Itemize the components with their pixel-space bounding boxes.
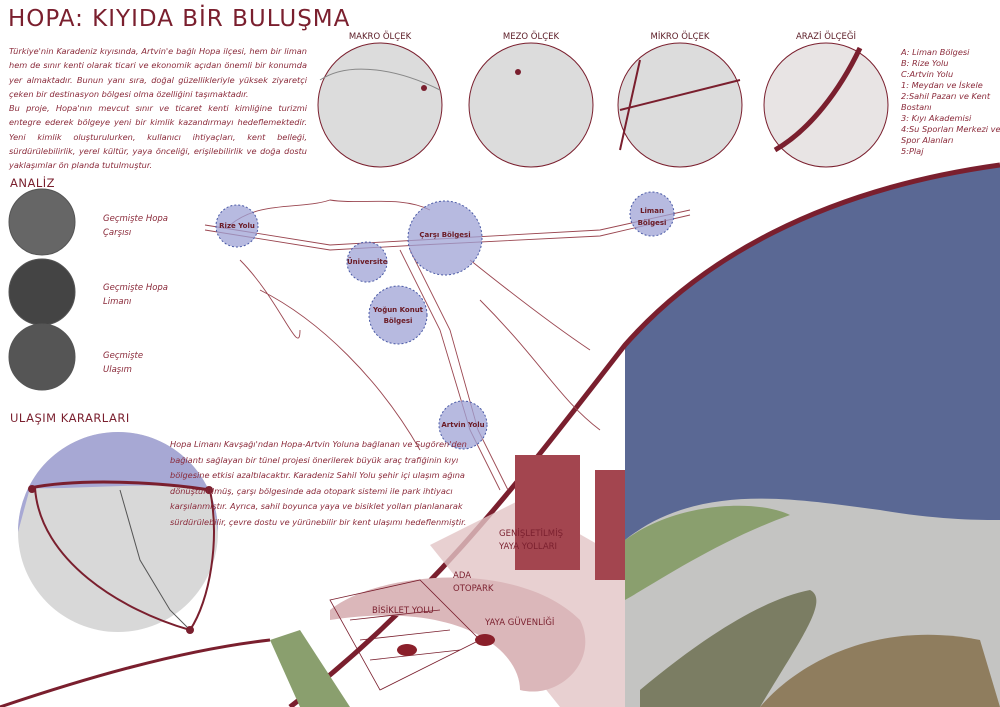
scale-label-micro: MİKRO ÖLÇEK — [650, 32, 710, 42]
sand-area — [760, 634, 1000, 707]
zone-label: Liman Bölgesi — [637, 207, 667, 227]
legend: A: Liman Bölgesi B: Rize Yolu C:Artvin Y… — [901, 47, 1000, 157]
legend-item: A: Liman Bölgesi — [901, 47, 970, 57]
iso-label: GENİŞLETİLMİŞ YAYA YOLLARI — [499, 529, 563, 552]
transport-heading: ULAŞIM KARARLARI — [10, 411, 130, 425]
intro-paragraph: Bu proje, Hopa'nın mevcut sınır ve ticar… — [9, 103, 307, 171]
scale-label-meso: MEZO ÖLÇEK — [502, 32, 560, 42]
iso-label: YAYA GÜVENLİĞİ — [485, 618, 555, 628]
transport-text: Hopa Limanı Kavşağı'ndan Hopa-Artvin Yol… — [170, 439, 467, 527]
legend-item: 4:Su Sporları Merkezi ve Spor Alanları — [901, 124, 1000, 145]
history-label: Geçmişte Ulaşım — [103, 351, 144, 375]
zone-label: Yoğun Konut Bölgesi — [372, 306, 424, 325]
intro-paragraph: Türkiye'nin Karadeniz kıyısında, Artvin'… — [9, 46, 307, 99]
scale-label-site: ARAZİ ÖLÇEĞİ — [795, 32, 857, 42]
iso-label: ADA OTOPARK — [453, 571, 494, 594]
zone-label: Artvin Yolu — [441, 421, 485, 429]
legend-item: 1: Meydan ve İskele — [901, 80, 983, 90]
page-title: HOPA: KIYIDA BİR BULUŞMA — [8, 6, 351, 32]
zone-label: Rize Yolu — [219, 222, 255, 230]
legend-item: C:Artvin Yolu — [901, 69, 954, 79]
legend-item: 3: Kıyı Akademisi — [901, 113, 972, 123]
legend-item: 5:Plaj — [901, 146, 924, 156]
history-label: Geçmişte Hopa Limanı — [103, 283, 169, 307]
pebble-area — [640, 590, 817, 707]
zone-label: Üniversite — [347, 258, 388, 266]
iso-label: BİSİKLET YOLU — [372, 606, 434, 616]
zone-label: Çarşı Bölgesi — [419, 231, 471, 239]
green-area — [625, 505, 790, 600]
legend-item: B: Rize Yolu — [901, 58, 949, 68]
scale-label-macro: MAKRO ÖLÇEK — [348, 32, 412, 42]
history-label: Geçmişte Hopa Çarşısı — [103, 214, 169, 238]
analysis-heading: ANALİZ — [10, 176, 56, 190]
intro-text: Türkiye'nin Karadeniz kıyısında, Artvin'… — [9, 44, 307, 173]
legend-item: 2:Sahil Pazarı ve Kent Bostanı — [901, 91, 991, 112]
